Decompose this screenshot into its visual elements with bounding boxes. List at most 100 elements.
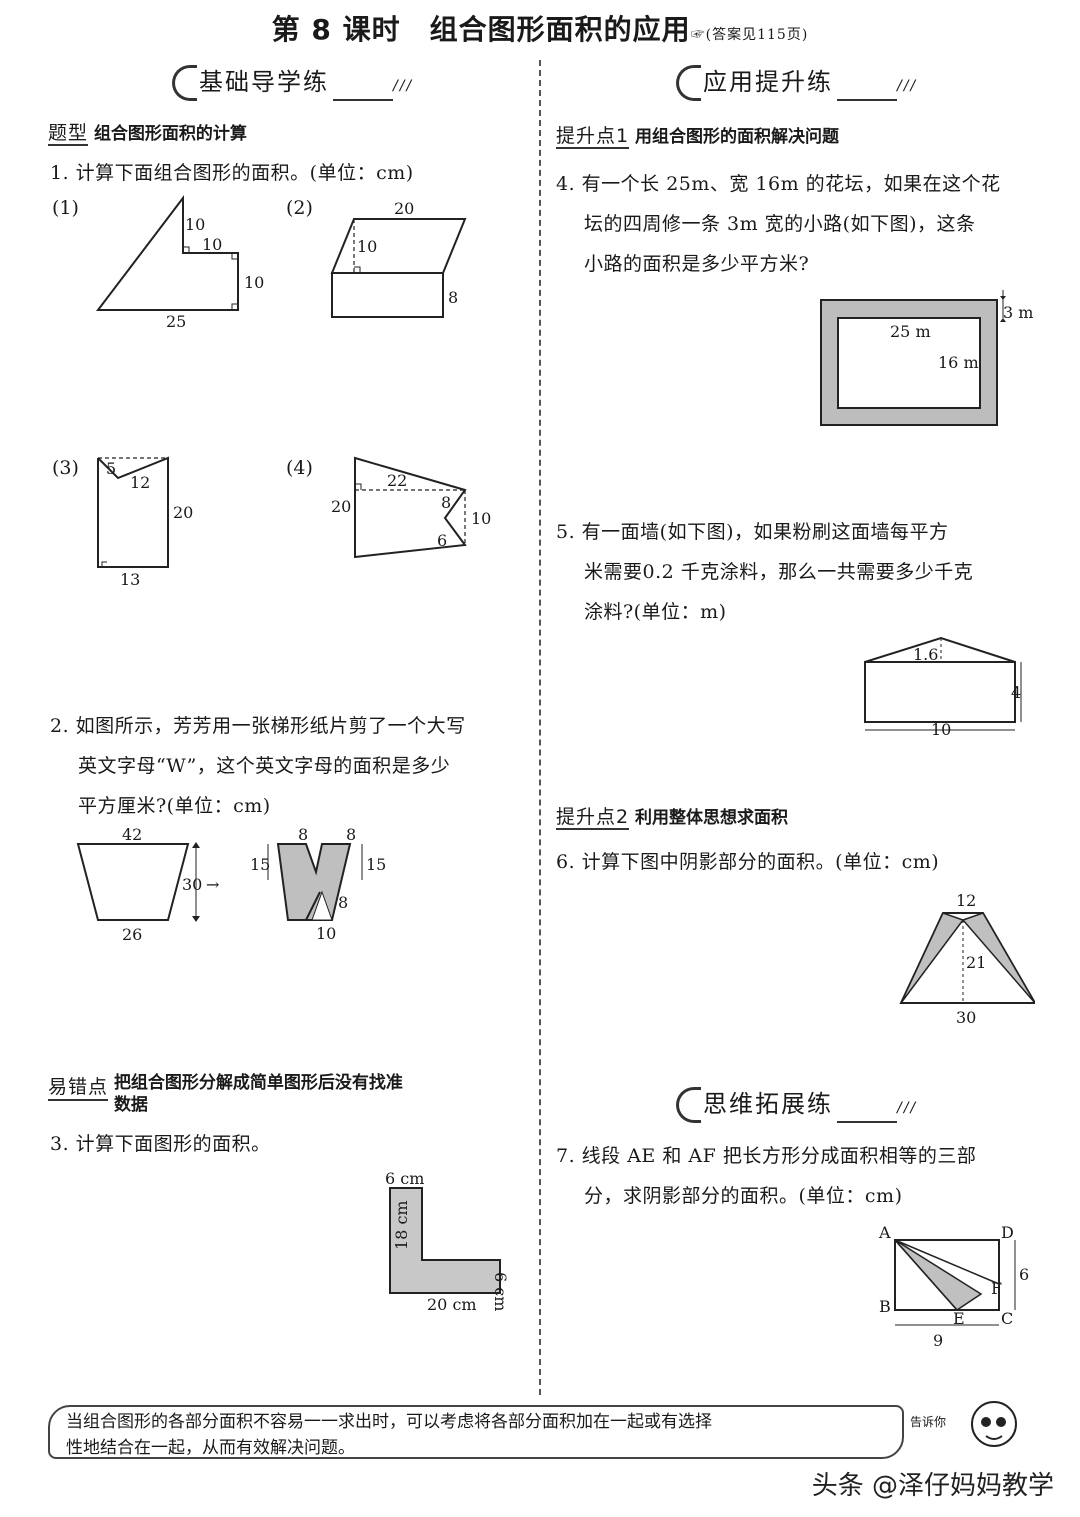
- garden-label: 3 m: [1003, 303, 1033, 322]
- question-6: 6. 计算下图中阴影部分的面积。(单位：cm): [556, 851, 940, 873]
- w-label: 15: [366, 855, 386, 874]
- shaded-label: 21: [966, 953, 986, 972]
- error-text: 数据: [113, 1095, 148, 1115]
- question-3: 3. 计算下面图形的面积。: [50, 1133, 271, 1155]
- tip-text: 性地结合在一起，从而有效解决问题。: [66, 1438, 355, 1458]
- fig-label-2: (2): [286, 197, 313, 219]
- point-label: D: [1001, 1223, 1014, 1242]
- tip-badge: 告诉你: [910, 1415, 947, 1429]
- figure-3: 5 12 20 13: [97, 456, 193, 589]
- tip-text: 当组合图形的各部分面积不容易一一求出时，可以考虑将各部分面积加在一起或有选择: [66, 1412, 712, 1432]
- topic-text: 组合图形面积的计算: [93, 124, 247, 144]
- improve-tag-1: 提升点1 用组合图形的面积解决问题: [556, 121, 840, 149]
- f1-label: 25: [166, 312, 186, 330]
- w-label: 8: [298, 825, 308, 844]
- point-label: B: [879, 1297, 891, 1316]
- section-arc-icon: [676, 1087, 701, 1123]
- point-label: E: [953, 1309, 965, 1328]
- question-4: 4. 有一个长 25m、宽 16m 的花坛，如果在这个花 坛的四周修一条 3m …: [556, 173, 1001, 275]
- point-label: F: [991, 1279, 1002, 1298]
- answer-note: ☞(答案见115页): [690, 27, 809, 43]
- trap-label: 42: [122, 825, 142, 844]
- fig-label-1: (1): [52, 197, 79, 219]
- w-label: 15: [250, 855, 270, 874]
- f4-label: 10: [471, 509, 491, 528]
- trap-label: 26: [122, 925, 142, 944]
- section-title: 思维拓展练: [703, 1090, 833, 1118]
- figure-2: 20 10 8: [330, 199, 467, 318]
- improve-text: 用组合图形的面积解决问题: [635, 127, 840, 147]
- garden-label: 16 m: [938, 353, 979, 372]
- w-label: 8: [338, 893, 348, 912]
- point-label: A: [878, 1223, 891, 1242]
- f2-label: 10: [357, 237, 377, 256]
- question-5: 5. 有一面墙(如下图)，如果粉刷这面墙每平方 米需要0.2 千克涂料，那么一共…: [556, 521, 974, 623]
- point-label: C: [1001, 1309, 1013, 1328]
- thumbs-up-icon: 提升点2: [556, 806, 630, 830]
- figure-4: 22 20 8 10 6: [331, 456, 491, 559]
- wall-label: 1.6: [913, 645, 938, 664]
- section-title: 基础导学练: [199, 68, 329, 96]
- l-label: 18 cm: [392, 1200, 411, 1250]
- shaded-label: 30: [956, 1008, 976, 1027]
- section-title: 应用提升练: [703, 68, 833, 96]
- question-1: 1. 计算下面组合图形的面积。(单位：cm): [50, 162, 414, 184]
- f1-label: 10: [185, 215, 205, 234]
- section-arc-icon: [172, 65, 197, 101]
- section-heading-application: 应用提升练///: [676, 62, 917, 101]
- section-arc-icon: [676, 65, 701, 101]
- error-tag: 易错点 把组合图形分解成简单图形后没有找准 数据: [48, 1072, 403, 1116]
- measure-label: 6: [1019, 1265, 1029, 1284]
- figure-1: 10 10 10 25: [95, 195, 264, 330]
- f3-label: 12: [130, 473, 150, 492]
- l-label: 6 cm: [385, 1170, 424, 1188]
- column-divider: [539, 60, 541, 1395]
- wall-label: 4: [1011, 683, 1021, 702]
- f4-label: 6: [437, 531, 447, 550]
- question-2: 2. 如图所示，芳芳用一张梯形纸片剪了一个大写 英文字母“W”，这个英文字母的面…: [50, 715, 466, 817]
- l-label: 20 cm: [427, 1295, 477, 1314]
- thumbs-up-icon: 提升点1: [556, 125, 630, 149]
- measure-label: 9: [933, 1331, 943, 1350]
- page-title: 第 8 课时 组合图形面积的应用☞(答案见115页): [0, 8, 1080, 48]
- garden-label: 25 m: [890, 322, 931, 341]
- w-label: 10: [316, 924, 336, 943]
- w-label: 8: [346, 825, 356, 844]
- topic-icon: 题型: [48, 122, 89, 146]
- f4-label: 20: [331, 497, 351, 516]
- improve-tag-2: 提升点2 利用整体思想求面积: [556, 802, 789, 830]
- fig-label-3: (3): [52, 457, 79, 479]
- improve-text: 利用整体思想求面积: [635, 808, 789, 828]
- figure-wall: 1.6 4 10: [864, 636, 1022, 739]
- question-7: 7. 线段 AE 和 AF 把长方形分成面积相等的三部 分，求阴影部分的面积。(…: [556, 1145, 977, 1207]
- figure-garden: 3 m 25 m 16 m: [820, 290, 1033, 426]
- tip-box: 当组合图形的各部分面积不容易一一求出时，可以考虑将各部分面积加在一起或有选择 性…: [48, 1405, 904, 1459]
- topic-tag: 题型 组合图形面积的计算: [48, 118, 247, 146]
- mascot-icon: [971, 1401, 1017, 1447]
- f2-label: 20: [394, 199, 414, 218]
- f3-label: 13: [120, 570, 140, 589]
- watermark: 头条 @泽仔妈妈教学: [811, 1471, 1054, 1501]
- wall-label: 10: [931, 720, 951, 739]
- figure-l-shape: 6 cm 18 cm 6 cm 20 cm: [385, 1170, 510, 1314]
- figure-trapezoid-w: 42 30 26 → 8 8 15 15 8 10: [76, 825, 386, 944]
- f4-label: 8: [441, 493, 451, 512]
- f3-label: 5: [106, 459, 116, 478]
- f2-label: 8: [448, 288, 458, 307]
- l-label: 6 cm: [491, 1272, 510, 1311]
- section-heading-basic: 基础导学练///: [172, 62, 413, 101]
- section-heading-thinking: 思维拓展练///: [676, 1084, 917, 1123]
- f4-label: 22: [387, 471, 407, 490]
- f3-label: 20: [173, 503, 193, 522]
- shaded-label: 12: [956, 891, 976, 910]
- trap-label: 30: [182, 875, 202, 894]
- svg-text:→: →: [206, 875, 219, 894]
- figure-rectangle-aef: A D B C E F 6 9: [878, 1223, 1029, 1350]
- f1-label: 10: [202, 235, 222, 254]
- fig-label-4: (4): [286, 457, 313, 479]
- f1-label: 10: [244, 273, 264, 292]
- error-text: 把组合图形分解成简单图形后没有找准: [113, 1073, 403, 1093]
- figure-trapezoid-shaded: 12 21 30: [899, 891, 1035, 1027]
- error-icon: 易错点: [48, 1072, 109, 1101]
- lesson-title: 第 8 课时 组合图形面积的应用: [271, 13, 691, 46]
